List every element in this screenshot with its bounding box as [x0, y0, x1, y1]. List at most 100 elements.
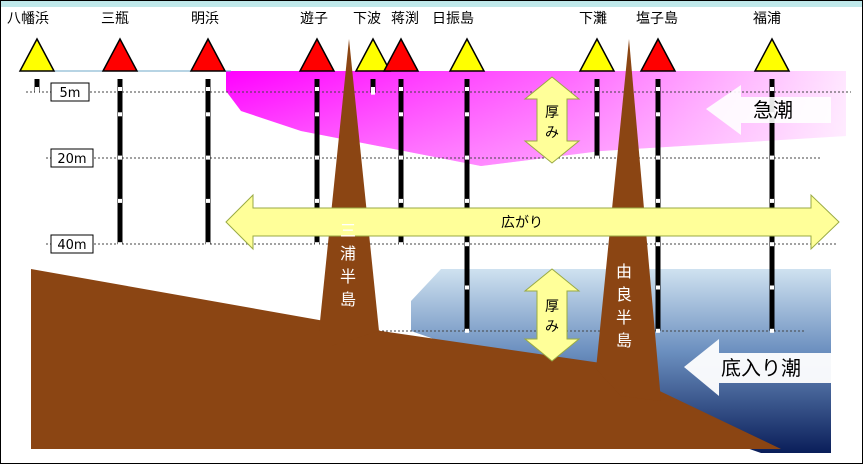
sensor-dot — [595, 155, 599, 160]
sensor-dot — [770, 155, 774, 160]
sensor-dot — [118, 198, 122, 203]
station-marker-fukuura — [753, 37, 791, 72]
seabed-land — [31, 269, 781, 449]
yura-char-4: 島 — [616, 331, 632, 350]
sensor-dot — [315, 112, 319, 117]
sensor-dot — [371, 87, 375, 91]
sensor-dot — [656, 155, 660, 160]
sensor-dot — [656, 242, 660, 247]
depth-label-box-20m — [50, 148, 94, 168]
hirogari-arrow: 広がり — [225, 193, 840, 251]
sensor-dot — [399, 155, 403, 160]
sensor-dot — [465, 112, 469, 117]
station-label-shiokojima: 塩子島 — [636, 11, 678, 27]
station-marker-hiburijima — [448, 37, 486, 72]
sensor-dot — [206, 112, 210, 117]
station-label-kamabuchi: 蒋渕 — [391, 11, 419, 27]
sensor-dot — [770, 328, 774, 333]
atsumi-upper-char1: 厚 — [545, 105, 559, 121]
sensor-dot — [465, 242, 469, 247]
yura-char-1: 由 — [616, 262, 632, 281]
depth-label-box-5m — [50, 82, 90, 102]
sensor-dot — [118, 242, 122, 247]
sensor-dot — [35, 90, 39, 95]
sensor-dot — [118, 87, 122, 91]
atsumi-lower-char1: 厚 — [545, 299, 559, 315]
sensor-dot — [315, 242, 319, 247]
sensor-dot — [770, 198, 774, 203]
station-label-mikame: 三瓶 — [101, 11, 129, 27]
depth-label-box-40m — [50, 234, 94, 254]
miura-char-1: 三 — [340, 221, 356, 240]
station-markers — [18, 37, 791, 72]
sensor-dot — [595, 87, 599, 91]
atsumi-lower-char2: み — [545, 319, 559, 335]
yura-char-2: 良 — [616, 285, 632, 304]
sensor-dot — [656, 285, 660, 290]
sensor-dot — [465, 328, 469, 333]
miura-peninsula — [319, 39, 379, 346]
sensor-dot — [770, 285, 774, 290]
miura-char-2: 浦 — [340, 244, 356, 263]
sensor-dot — [656, 112, 660, 117]
sensor-dot — [399, 198, 403, 203]
miura-label: 三 浦 半 島 — [340, 221, 356, 309]
sensor-dot — [770, 242, 774, 247]
station-label-akehama: 明浜 — [191, 11, 219, 27]
station-marker-shitaba — [354, 37, 392, 72]
sensor-dot — [206, 87, 210, 91]
sokoiri-arrow: 底入り潮 — [684, 339, 833, 396]
atsumi-arrow-lower: 厚 み — [523, 268, 581, 362]
yura-char-3: 半 — [616, 308, 632, 327]
atsumi-arrow-upper: 厚 み — [523, 76, 581, 164]
kyucho-arrow: 急潮 — [706, 85, 831, 135]
sensor-dot — [399, 242, 403, 247]
miura-char-4: 島 — [340, 290, 356, 309]
sensor-dot — [465, 155, 469, 160]
station-marker-akehama — [189, 37, 227, 72]
sensor-dot — [118, 112, 122, 117]
station-marker-yusu — [298, 37, 336, 72]
station-marker-shiokojima — [639, 37, 677, 72]
sensor-dot — [206, 155, 210, 160]
sensor-dot — [465, 198, 469, 203]
station-labels: 八幡浜 三瓶 明浜 遊子 下波 蒋渕 日振島 下灘 塩子島 福浦 — [7, 11, 781, 27]
station-label-shitaba: 下波 — [353, 11, 381, 27]
sensor-dot — [118, 155, 122, 160]
depth-label-5m: 5m — [60, 86, 81, 101]
sensor-dot — [656, 198, 660, 203]
station-marker-kamabuchi — [382, 37, 420, 72]
sensor-dot — [35, 87, 39, 91]
depth-label-20m: 20m — [57, 152, 86, 167]
sensor-dot — [206, 242, 210, 247]
sensor-dot — [656, 87, 660, 91]
station-poles — [34, 79, 775, 333]
station-label-fukuura: 福浦 — [753, 11, 781, 27]
sensor-dot — [465, 285, 469, 290]
sensor-dot — [656, 328, 660, 333]
sensor-dot — [465, 87, 469, 91]
depth-lines — [26, 91, 851, 332]
top-band — [1, 1, 862, 7]
sokoiri-label: 底入り潮 — [721, 356, 801, 380]
sensor-dot — [770, 87, 774, 91]
station-marker-mikame — [101, 37, 139, 72]
station-marker-shitanada — [578, 37, 616, 72]
sensor-dot — [595, 112, 599, 117]
station-label-yusu: 遊子 — [300, 11, 328, 27]
atsumi-upper-char2: み — [545, 125, 559, 141]
yura-label: 由 良 半 島 — [616, 262, 632, 350]
kyucho-label: 急潮 — [753, 98, 793, 122]
sensor-dot — [206, 198, 210, 203]
station-label-hiburijima: 日振島 — [432, 11, 474, 27]
hirogari-label: 広がり — [501, 215, 543, 231]
sensor-dot — [371, 90, 375, 95]
sensor-dot — [399, 112, 403, 117]
depth-label-40m: 40m — [57, 238, 86, 253]
sensor-dot — [315, 198, 319, 203]
sensor-dot — [315, 155, 319, 160]
station-label-yawatahama: 八幡浜 — [7, 11, 49, 27]
miura-char-3: 半 — [340, 267, 356, 286]
